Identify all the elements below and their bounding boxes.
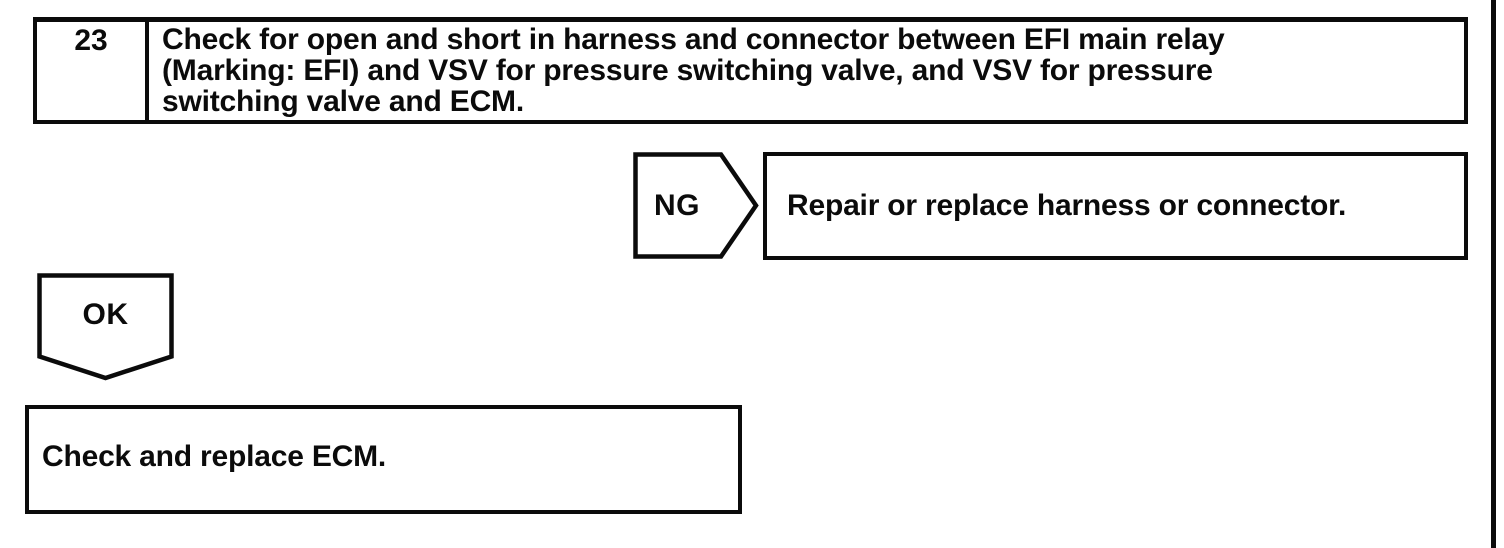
- ok-connector: OK: [37, 273, 174, 381]
- step-instruction-line: Check for open and short in harness and …: [162, 23, 1225, 56]
- step-instruction-line: (Marking: EFI) and VSV for pressure swit…: [162, 54, 1213, 87]
- ng-label: NG: [654, 188, 700, 222]
- ok-action-text: Check and replace ECM.: [42, 439, 387, 473]
- step-box: 23 Check for open and short in harness a…: [33, 17, 1468, 124]
- ok-action-box: Check and replace ECM.: [25, 405, 742, 514]
- page-edge-line: [1491, 0, 1496, 548]
- step-instruction-line: switching valve and ECM.: [162, 85, 524, 118]
- ng-action-text: Repair or replace harness or connector.: [787, 189, 1347, 222]
- step-number: 23: [74, 24, 108, 57]
- ng-action-box: Repair or replace harness or connector.: [763, 152, 1468, 260]
- ng-pentagon-icon: [633, 152, 759, 259]
- step-instruction: Check for open and short in harness and …: [149, 22, 1253, 120]
- ok-pentagon-icon: [37, 273, 174, 381]
- ok-label: OK: [82, 298, 129, 331]
- step-number-cell: 23: [37, 22, 149, 120]
- ng-connector: NG: [633, 152, 759, 259]
